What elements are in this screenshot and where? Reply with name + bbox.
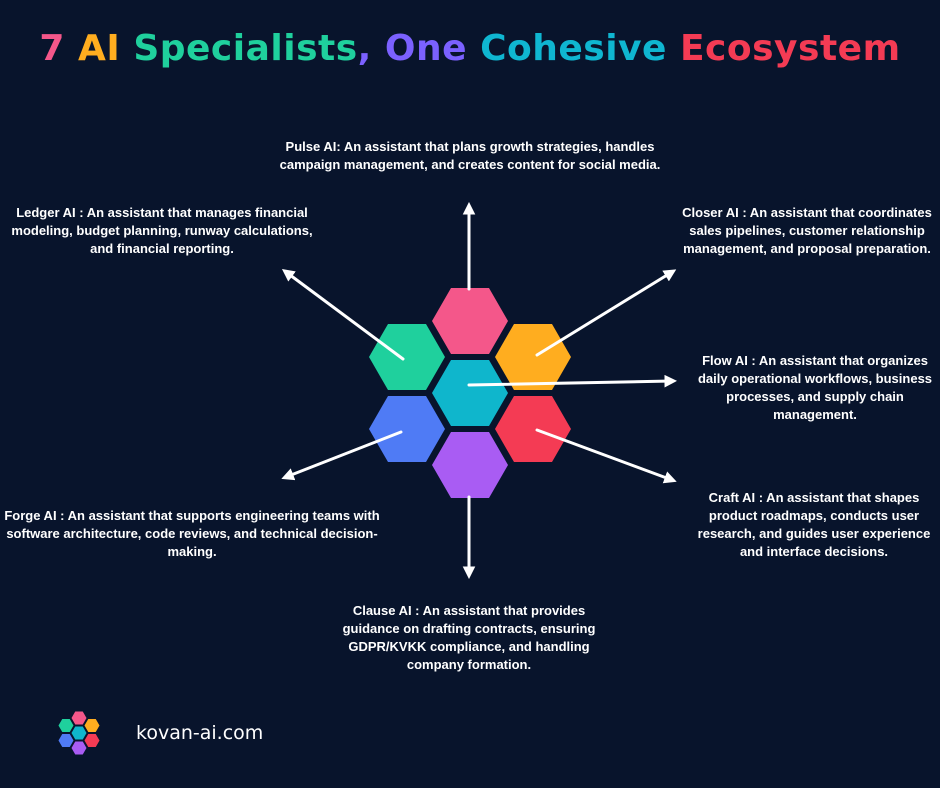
- arrow-ledger: [281, 268, 405, 361]
- arrow-forge: [281, 430, 403, 481]
- title-part-comma: ,: [357, 28, 385, 69]
- hexagon-pulse: [432, 288, 508, 354]
- hexagon-flow: [432, 360, 508, 426]
- title-part-ai: AI: [78, 28, 134, 69]
- title-part-specialists: Specialists: [133, 28, 358, 69]
- forge-description: Forge AI : An assistant that supports en…: [4, 508, 380, 559]
- hexagon-forge: [369, 396, 445, 462]
- flow-description: Flow AI : An assistant that organizes da…: [697, 353, 933, 422]
- title-part-ecosystem: Ecosystem: [679, 28, 901, 69]
- website-link[interactable]: kovan-ai.com: [136, 722, 264, 744]
- craft-description: Craft AI : An assistant that shapes prod…: [697, 490, 931, 559]
- page-title: 7 AI Specialists, One Cohesive Ecosystem: [0, 22, 940, 76]
- title-part-cohesive: Cohesive: [480, 28, 680, 69]
- title-part-number: 7: [39, 28, 79, 69]
- hexagon-clause: [432, 432, 508, 498]
- ledger-description: Ledger AI : An assistant that manages fi…: [11, 205, 313, 256]
- kovan-logo-icon: [58, 711, 100, 755]
- arrow-craft: [535, 428, 677, 484]
- clause-description: Clause AI : An assistant that provides g…: [342, 603, 596, 672]
- title-part-one: One: [384, 28, 481, 69]
- hexagon-closer: [495, 324, 571, 390]
- arrow-closer: [535, 269, 677, 357]
- pulse-description: Pulse AI: An assistant that plans growth…: [279, 139, 661, 172]
- arrow-flow: [467, 374, 678, 388]
- closer-description: Closer AI : An assistant that coordinate…: [682, 205, 932, 256]
- hexagon-craft: [495, 396, 571, 462]
- hexagon-ledger: [369, 324, 445, 390]
